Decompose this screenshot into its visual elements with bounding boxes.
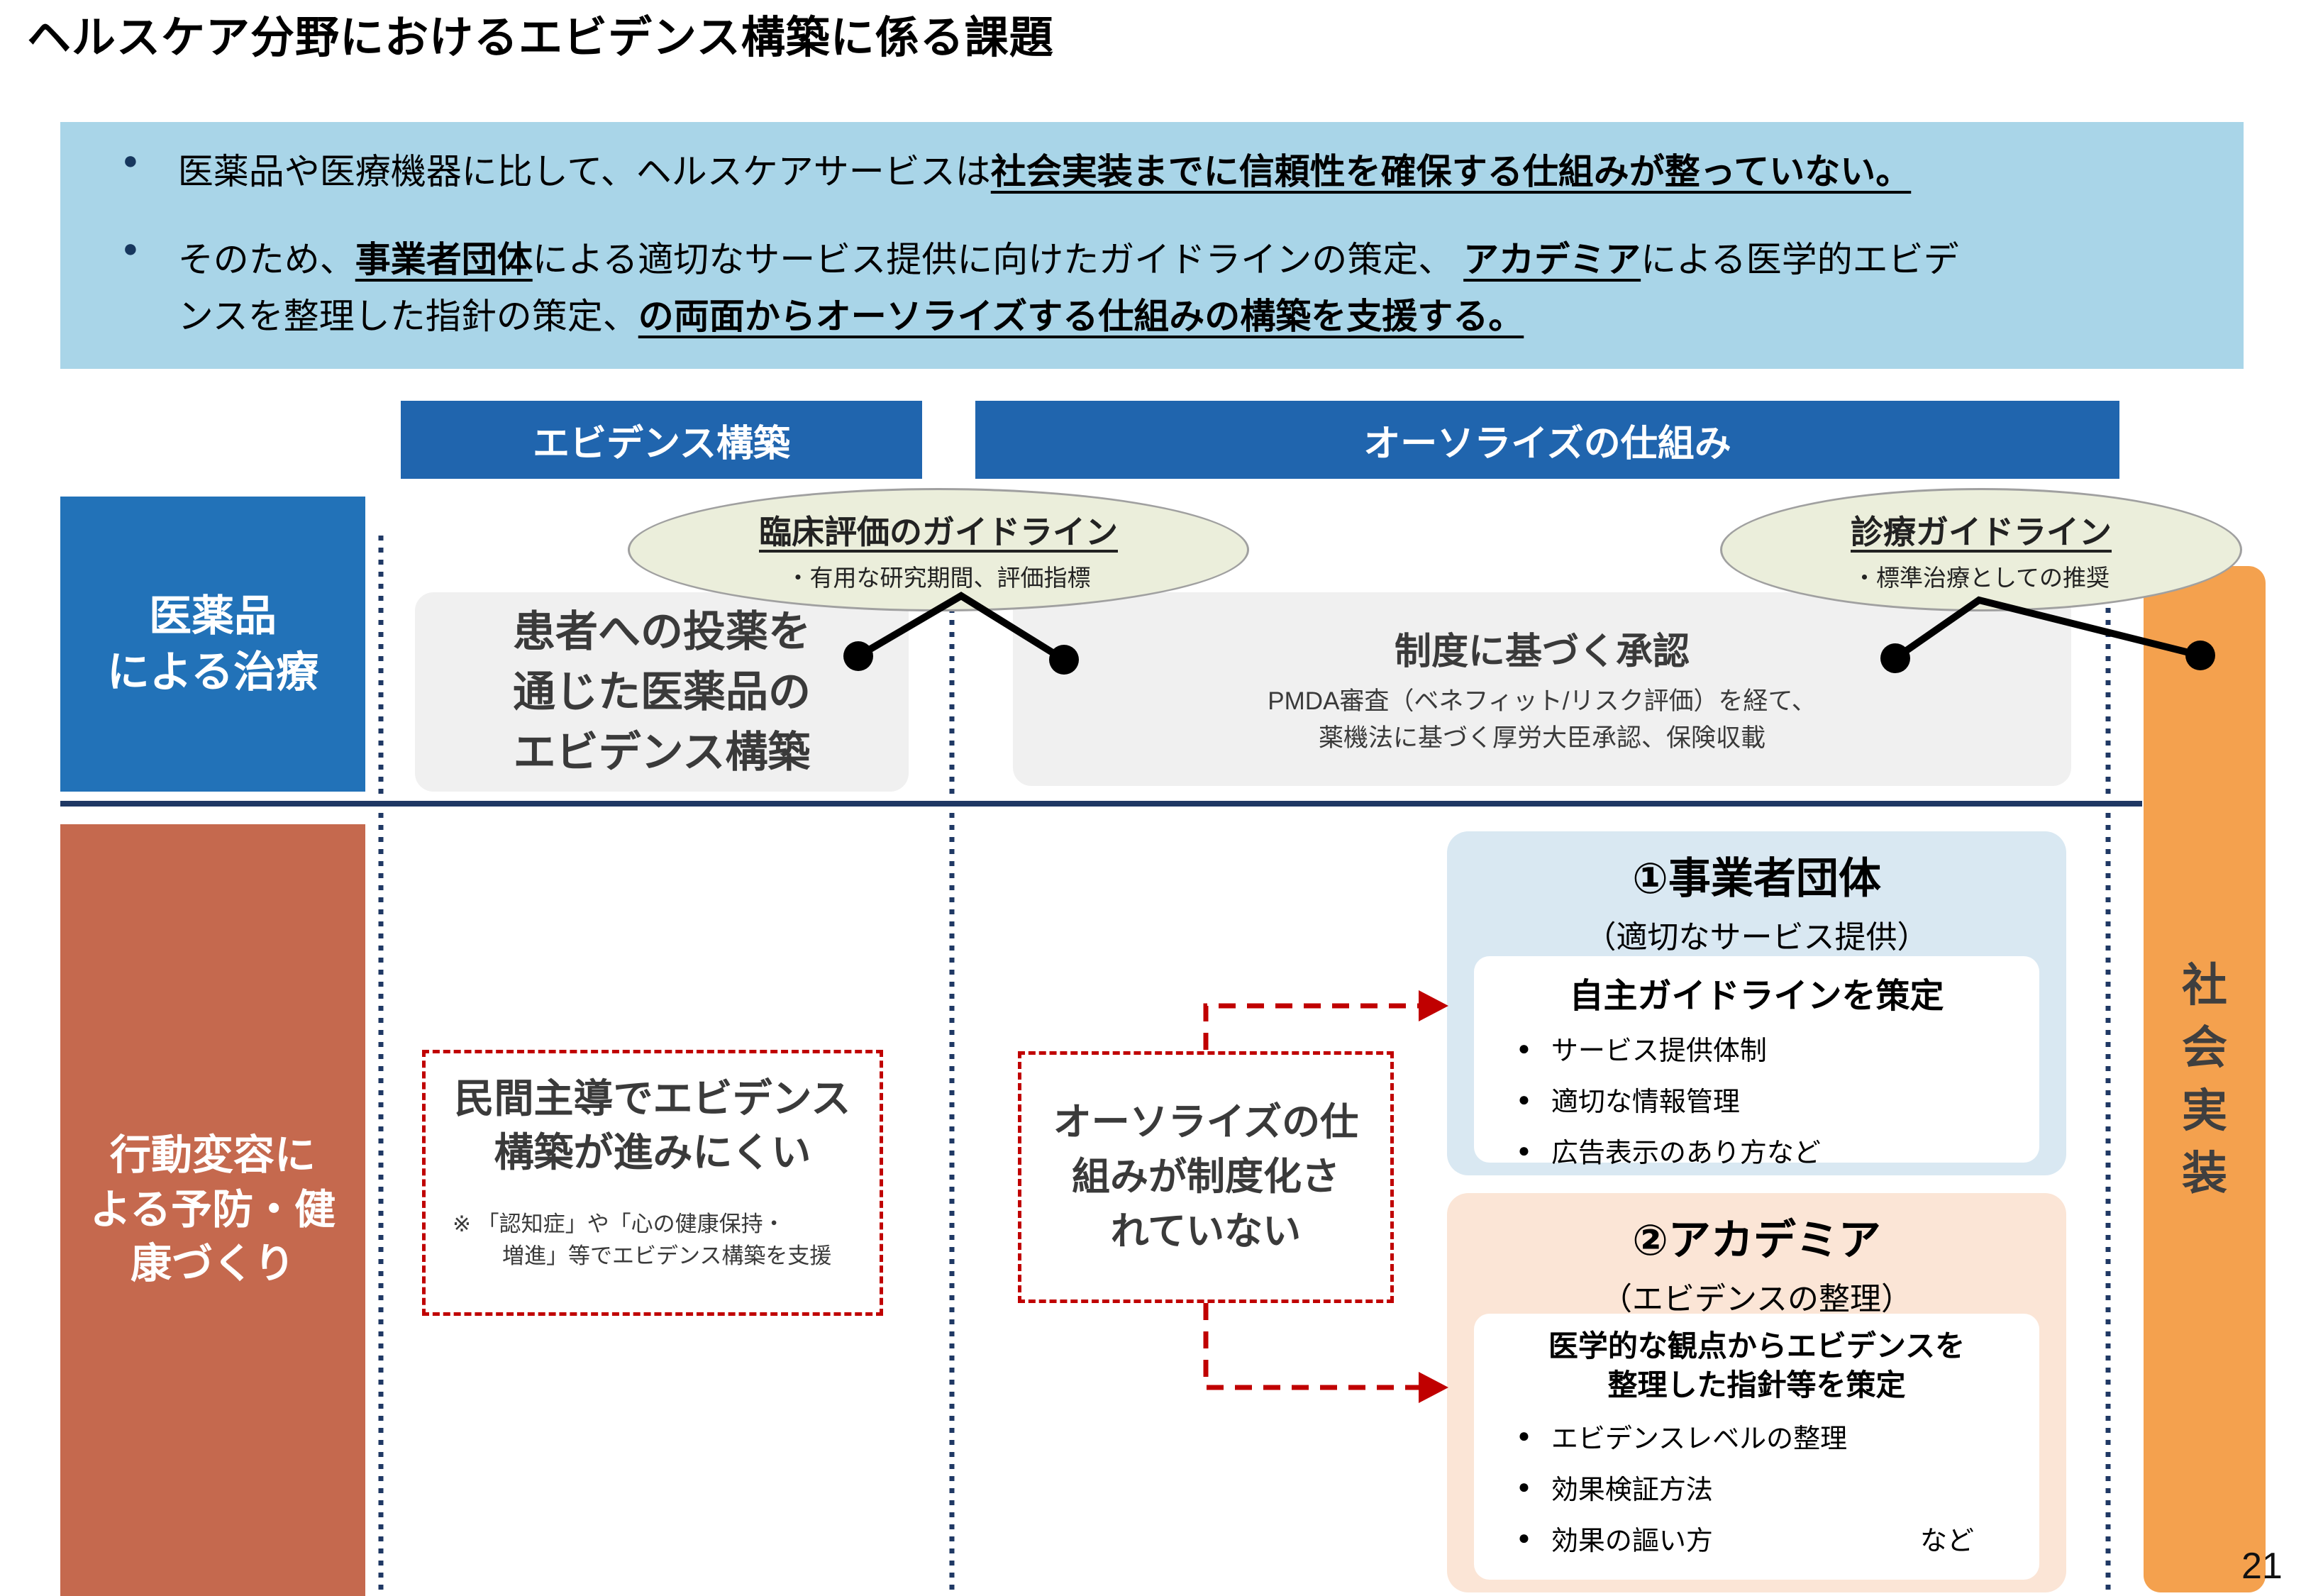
callout-medical-care-guideline: 診療ガイドライン ・標準治療としての推奨 xyxy=(1720,488,2242,611)
summary-text: そのため、 xyxy=(177,240,355,279)
bullet-icon: ● xyxy=(1518,1087,1530,1110)
bullet-icon: ● xyxy=(1518,1424,1530,1447)
action-box-subtitle: （適切なサービス提供） xyxy=(1585,920,1929,955)
row-label-text: 医薬品 xyxy=(149,592,277,640)
box-patient-medication-evidence: 患者への投薬を 通じた医薬品の エビデンス構築 xyxy=(415,592,909,792)
inner-title-text: 整理した指針等を策定 xyxy=(1607,1368,1906,1402)
summary-bullet-1-text: 医薬品や医療機器に比して、ヘルスケアサービスは社会実装までに信頼性を確保する仕組… xyxy=(178,143,1912,200)
list-item-text: 効果の謳い方 xyxy=(1551,1526,1713,1556)
vertical-char: 実 xyxy=(2182,1085,2227,1136)
summary-text: ンスを整理した指針の策定、 xyxy=(177,297,638,336)
summary-callout: ● 医薬品や医療機器に比して、ヘルスケアサービスは社会実装までに信頼性を確保する… xyxy=(60,122,2244,369)
list-item-text: サービス提供体制 xyxy=(1551,1036,1767,1066)
list-item: ● エビデンスレベルの整理 xyxy=(1518,1417,2039,1456)
callout-subtitle: ・有用な研究期間、評価指標 xyxy=(786,565,1091,591)
issue-title: 民間主導でエビデンス 構築が進みにくい xyxy=(426,1072,880,1179)
issue-note-text: 増進」等でエビデンス構築を支援 xyxy=(502,1243,832,1269)
issue-text: オーソライズの仕 xyxy=(1053,1101,1359,1144)
summary-text-strong: アカデミア xyxy=(1463,240,1641,279)
box-text: 薬機法に基づく厚労大臣承認、保険収載 xyxy=(1318,724,1765,752)
summary-bullet-2-text: そのため、事業者団体による適切なサービス提供に向けたガイドラインの策定、 アカデ… xyxy=(178,231,1959,345)
list-item-etc: など xyxy=(1919,1526,1974,1556)
action-box-academia: ②アカデミア （エビデンスの整理） 医学的な観点からエビデンスを 整理した指針等… xyxy=(1447,1193,2066,1592)
header-authorize-scheme: オーソライズの仕組み xyxy=(975,401,2119,479)
issue-text: れていない xyxy=(1110,1209,1302,1253)
action-box-inner: 自主ガイドラインを策定 ● サービス提供体制 ● 適切な情報管理 ● 広告表示のあり方… xyxy=(1474,956,2039,1168)
summary-text-strong: 社会実装までに信頼性を確保する仕組みが整っていない。 xyxy=(990,152,1912,192)
action-box-business-association: ①事業者団体 （適切なサービス提供） 自主ガイドラインを策定 ● サービス提供体制… xyxy=(1447,831,2066,1175)
list-item-text: 広告表示のあり方など xyxy=(1551,1138,1821,1168)
bullet-icon: ● xyxy=(1518,1138,1530,1161)
summary-text-strong: の両面からオーソライズする仕組みの構築を支援する。 xyxy=(638,297,1524,336)
list-item-text: 適切な情報管理 xyxy=(1551,1087,1740,1117)
list-item-text: 効果検証方法 xyxy=(1551,1475,1713,1505)
summary-text: による医学的エビデ xyxy=(1641,240,1959,279)
action-box-title: ②アカデミア xyxy=(1632,1217,1881,1264)
action-box-inner: 医学的な観点からエビデンスを 整理した指針等を策定 ● エビデンスレベルの整理 ●… xyxy=(1474,1314,2039,1580)
action-box-subtitle: （エビデンスの整理） xyxy=(1600,1282,1913,1317)
row-label-text: 康づくり xyxy=(130,1241,295,1287)
box-body: PMDA審査（ベネフィット/リスク評価）を経て、 薬機法に基づく厚労大臣承認、保… xyxy=(1268,683,1816,758)
list-item: ● サービス提供体制 xyxy=(1518,1029,2039,1068)
action-box-title: ①事業者団体 xyxy=(1632,855,1881,902)
issue-text: 組みが制度化さ xyxy=(1072,1156,1340,1199)
summary-text: 医薬品や医療機器に比して、ヘルスケアサービスは xyxy=(177,152,991,192)
vertical-char: 会 xyxy=(2182,1022,2227,1074)
summary-text: による適切なサービス提供に向けたガイドラインの策定、 xyxy=(532,240,1464,279)
issue-box-private-evidence-difficulty: 民間主導でエビデンス 構築が進みにくい ※ 「認知症」や「心の健康保持・ 増進」… xyxy=(422,1050,883,1316)
row-label-pharmaceutical-treatment: 医薬品 による治療 xyxy=(60,497,365,792)
list-item-text: エビデンスレベルの整理 xyxy=(1551,1424,1848,1454)
bullet-icon: ● xyxy=(123,145,138,174)
callout-subtitle: ・標準治療としての推奨 xyxy=(1852,565,2110,591)
row-label-text: による治療 xyxy=(106,648,319,696)
box-system-based-approval: 制度に基づく承認 PMDA審査（ベネフィット/リスク評価）を経て、 薬機法に基づ… xyxy=(1013,592,2071,786)
callout-clinical-evaluation-guideline: 臨床評価のガイドライン ・有用な研究期間、評価指標 xyxy=(628,488,1249,611)
inner-title: 医学的な観点からエビデンスを 整理した指針等を策定 xyxy=(1474,1326,2039,1405)
inner-list: ● サービス提供体制 ● 適切な情報管理 ● 広告表示のあり方など xyxy=(1474,1029,2039,1170)
inner-title: 自主ガイドラインを策定 xyxy=(1569,977,1944,1015)
issue-note: ※ 「認知症」や「心の健康保持・ 増進」等でエビデンス構築を支援 xyxy=(426,1209,880,1273)
bullet-icon: ● xyxy=(1518,1475,1530,1498)
callout-title: 臨床評価のガイドライン xyxy=(759,514,1118,550)
issue-text: 民間主導でエビデンス xyxy=(454,1076,851,1121)
page-number: 21 xyxy=(2241,1546,2283,1587)
issue-box-authorize-not-institutionalized: オーソライズの仕 組みが制度化さ れていない xyxy=(1018,1051,1394,1303)
summary-line-1: そのため、事業者団体による適切なサービス提供に向けたガイドラインの策定、 アカデ… xyxy=(178,231,1959,288)
bar-social-implementation: 社 会 実 装 xyxy=(2144,566,2266,1592)
bullet-icon: ● xyxy=(1518,1526,1530,1549)
list-item: ● 適切な情報管理 xyxy=(1518,1080,2039,1119)
vertical-char: 社 xyxy=(2182,959,2227,1011)
box-title: 制度に基づく承認 xyxy=(1394,631,1690,672)
issue-note-text: ※ 「認知症」や「心の健康保持・ xyxy=(453,1212,785,1237)
box-text: エビデンス構築 xyxy=(513,728,811,777)
header-evidence-building: エビデンス構築 xyxy=(401,401,922,479)
callout-title: 診療ガイドライン xyxy=(1851,514,2112,550)
list-item: ● 効果検証方法 xyxy=(1518,1468,2039,1507)
bullet-icon: ● xyxy=(123,233,138,262)
row-label-text: 行動変容に xyxy=(109,1132,316,1179)
vertical-char: 装 xyxy=(2182,1147,2227,1199)
summary-line-2: ンスを整理した指針の策定、の両面からオーソライズする仕組みの構築を支援する。 xyxy=(178,288,1959,345)
bullet-icon: ● xyxy=(1518,1036,1530,1059)
inner-list: ● エビデンスレベルの整理 ● 効果検証方法 ● 効果の謳い方 など xyxy=(1474,1417,2039,1558)
page-title: ヘルスケア分野におけるエビデンス構築に係る課題 xyxy=(27,13,1054,62)
row-label-behavior-change-prevention: 行動変容に よる予防・健 康づくり xyxy=(60,824,365,1596)
summary-text-strong: 事業者団体 xyxy=(355,240,533,279)
summary-bullet-1: ● 医薬品や医療機器に比して、ヘルスケアサービスは社会実装までに信頼性を確保する… xyxy=(123,143,2244,200)
list-item: ● 広告表示のあり方など xyxy=(1518,1131,2039,1170)
box-text: 患者への投薬を xyxy=(513,607,811,655)
list-item: ● 効果の謳い方 など xyxy=(1518,1519,2039,1558)
inner-title-text: 医学的な観点からエビデンスを xyxy=(1548,1329,1966,1363)
issue-text: 構築が進みにくい xyxy=(494,1129,811,1175)
summary-bullet-2: ● そのため、事業者団体による適切なサービス提供に向けたガイドラインの策定、 ア… xyxy=(123,231,2244,345)
row-label-text: よる予防・健 xyxy=(89,1186,336,1233)
box-text: PMDA審査（ベネフィット/リスク評価）を経て、 xyxy=(1268,687,1817,715)
box-text: 通じた医薬品の xyxy=(513,667,811,716)
